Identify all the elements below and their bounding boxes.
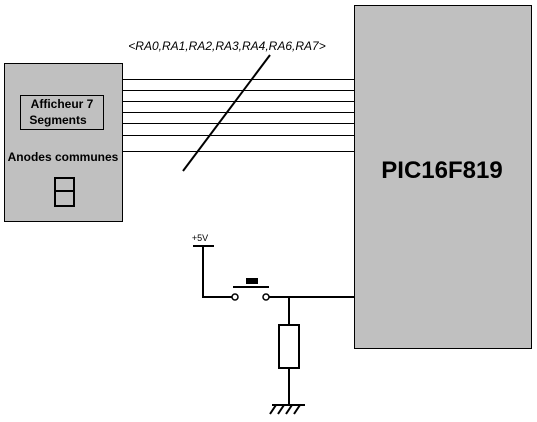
bus-slash <box>182 54 271 172</box>
resistor-icon <box>278 324 300 369</box>
seven-segment-display: Afficheur 7 Segments Anodes communes <box>4 63 123 222</box>
supply-wire <box>202 246 232 298</box>
bus-label: <RA0,RA1,RA2,RA3,RA4,RA6,RA7> <box>128 39 325 53</box>
push-button-circuit: +5V <box>192 233 354 415</box>
pic-microcontroller: PIC16F819 <box>354 5 532 349</box>
display-title-line1: Afficheur 7 <box>31 97 94 111</box>
display-title-line2: Segments <box>29 113 87 127</box>
display-block <box>4 63 123 222</box>
data-bus <box>122 54 354 172</box>
ground-icon <box>269 404 305 415</box>
supply-label: +5V <box>192 233 208 243</box>
display-title-box <box>20 95 104 130</box>
pic-label: PIC16F819 <box>381 157 502 184</box>
pic-block <box>354 5 532 349</box>
display-subtitle: Anodes communes <box>8 150 119 164</box>
seven-segment-digit-icon <box>54 177 75 207</box>
push-button-icon <box>231 278 270 301</box>
